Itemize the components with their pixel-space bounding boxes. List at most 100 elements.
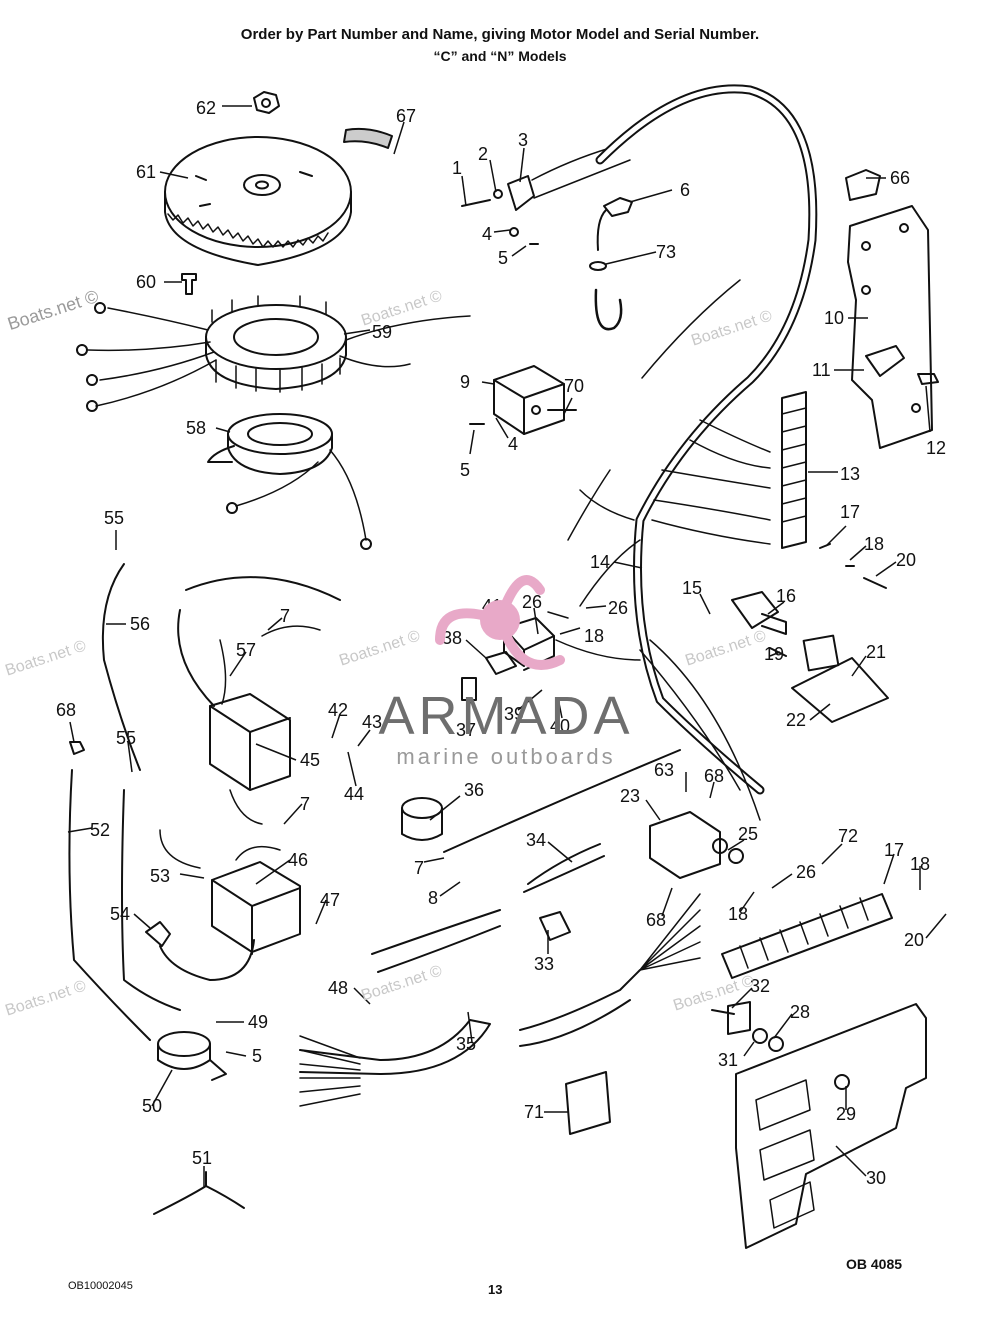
capacitor-36-drawing xyxy=(401,749,681,853)
label-part-4b: 4 xyxy=(508,434,518,454)
label-71-drawing xyxy=(565,1071,611,1135)
label-part-67: 67 xyxy=(396,106,416,126)
label-part-47: 47 xyxy=(320,890,340,910)
label-part-12: 12 xyxy=(926,438,946,458)
header-ordering-note: Order by Part Number and Name, giving Mo… xyxy=(240,26,760,43)
label-part-54: 54 xyxy=(110,904,130,924)
label-part-18c: 18 xyxy=(910,854,930,874)
label-part-29: 29 xyxy=(836,1104,856,1124)
clip-66-drawing xyxy=(845,169,881,201)
label-part-70: 70 xyxy=(564,376,584,396)
label-part-4: 4 xyxy=(482,224,492,244)
armada-brand-name: ARMADA xyxy=(378,686,634,746)
starter-solenoid-drawing xyxy=(649,811,744,879)
document-code: OB10002045 xyxy=(68,1280,133,1292)
label-part-5: 5 xyxy=(498,248,508,268)
label-part-34: 34 xyxy=(526,830,546,850)
wiring-harness-drawing xyxy=(567,84,818,821)
part-labels: 1 2 3 4 5 6 73 66 10 11 12 62 67 61 60 5… xyxy=(56,98,946,1188)
label-part-3: 3 xyxy=(518,130,528,150)
label-part-50: 50 xyxy=(142,1096,162,1116)
label-part-40: 40 xyxy=(550,716,570,736)
label-part-25: 25 xyxy=(738,824,758,844)
terminal-strip-72-drawing xyxy=(721,893,893,979)
leader-lines xyxy=(67,105,947,1188)
terminal-block-13-drawing xyxy=(781,391,807,549)
label-part-42: 42 xyxy=(328,700,348,720)
label-part-58: 58 xyxy=(186,418,206,438)
figure-code: OB 4085 xyxy=(846,1256,903,1272)
label-part-5b: 5 xyxy=(460,460,470,480)
label-part-46: 46 xyxy=(288,850,308,870)
label-part-18d: 18 xyxy=(728,904,748,924)
flywheel-nut-drawing xyxy=(253,91,280,114)
terminal-bracket-drawing xyxy=(461,147,631,245)
label-part-68c: 68 xyxy=(646,910,666,930)
label-part-10: 10 xyxy=(824,308,844,328)
rectifier-drawing xyxy=(469,365,577,435)
label-part-26b: 26 xyxy=(608,598,628,618)
armada-propeller-logo xyxy=(435,575,565,670)
jumper-51-drawing xyxy=(153,1171,245,1215)
mounting-bracket-drawing xyxy=(847,205,939,449)
page-number: 13 xyxy=(488,1282,503,1297)
label-part-23: 23 xyxy=(620,786,640,806)
label-part-60: 60 xyxy=(136,272,156,292)
label-part-33: 33 xyxy=(534,954,554,974)
label-part-49: 49 xyxy=(248,1012,268,1032)
label-part-39: 39 xyxy=(504,704,524,724)
label-part-57: 57 xyxy=(236,640,256,660)
label-part-61: 61 xyxy=(136,162,156,182)
label-part-17b: 17 xyxy=(884,840,904,860)
label-part-44: 44 xyxy=(344,784,364,804)
ground-lead-56-drawing xyxy=(101,563,141,771)
label-part-9: 9 xyxy=(460,372,470,392)
clamp-33-drawing xyxy=(539,911,571,941)
label-part-59: 59 xyxy=(372,322,392,342)
label-part-55: 55 xyxy=(104,508,124,528)
label-part-19: 19 xyxy=(764,644,784,664)
boot-54-drawing xyxy=(145,921,255,981)
label-part-68: 68 xyxy=(56,700,76,720)
label-part-51: 51 xyxy=(192,1148,212,1168)
label-part-20b: 20 xyxy=(904,930,924,950)
label-part-31: 31 xyxy=(718,1050,738,1070)
switch-50-drawing xyxy=(157,1031,227,1081)
label-part-2: 2 xyxy=(478,144,488,164)
header-model-line: “C” and “N” Models xyxy=(433,48,567,64)
label-part-20: 20 xyxy=(896,550,916,570)
label-part-68b: 68 xyxy=(704,766,724,786)
plate-22-drawing xyxy=(791,657,889,723)
label-part-21: 21 xyxy=(866,642,886,662)
label-part-7c: 7 xyxy=(414,858,424,878)
label-part-1: 1 xyxy=(452,158,462,178)
label-part-37: 37 xyxy=(456,720,476,740)
key-shim-drawing xyxy=(343,127,393,149)
label-part-48: 48 xyxy=(328,978,348,998)
label-part-14: 14 xyxy=(590,552,610,572)
label-part-7b: 7 xyxy=(300,794,310,814)
label-part-52: 52 xyxy=(90,820,110,840)
label-part-66: 66 xyxy=(890,168,910,188)
label-part-6: 6 xyxy=(680,180,690,200)
label-part-36: 36 xyxy=(464,780,484,800)
label-part-11: 11 xyxy=(812,360,831,380)
cable-right-drawing xyxy=(519,969,641,1047)
label-part-63: 63 xyxy=(654,760,674,780)
label-part-32: 32 xyxy=(750,976,770,996)
label-part-16: 16 xyxy=(776,586,796,606)
stator-drawing xyxy=(76,295,471,412)
label-part-43: 43 xyxy=(362,712,382,732)
armada-brand-tagline: marine outboards xyxy=(396,744,616,769)
gasket-drawing xyxy=(802,634,840,672)
label-part-18: 18 xyxy=(864,534,884,554)
cable-34-drawing xyxy=(523,843,605,893)
trigger-coil-drawing xyxy=(207,413,372,550)
label-part-53: 53 xyxy=(150,866,170,886)
label-part-56: 56 xyxy=(130,614,150,634)
label-part-45: 45 xyxy=(300,750,320,770)
flywheel-drawing xyxy=(164,136,352,266)
label-part-72: 72 xyxy=(838,826,858,846)
label-part-55b: 55 xyxy=(116,728,136,748)
